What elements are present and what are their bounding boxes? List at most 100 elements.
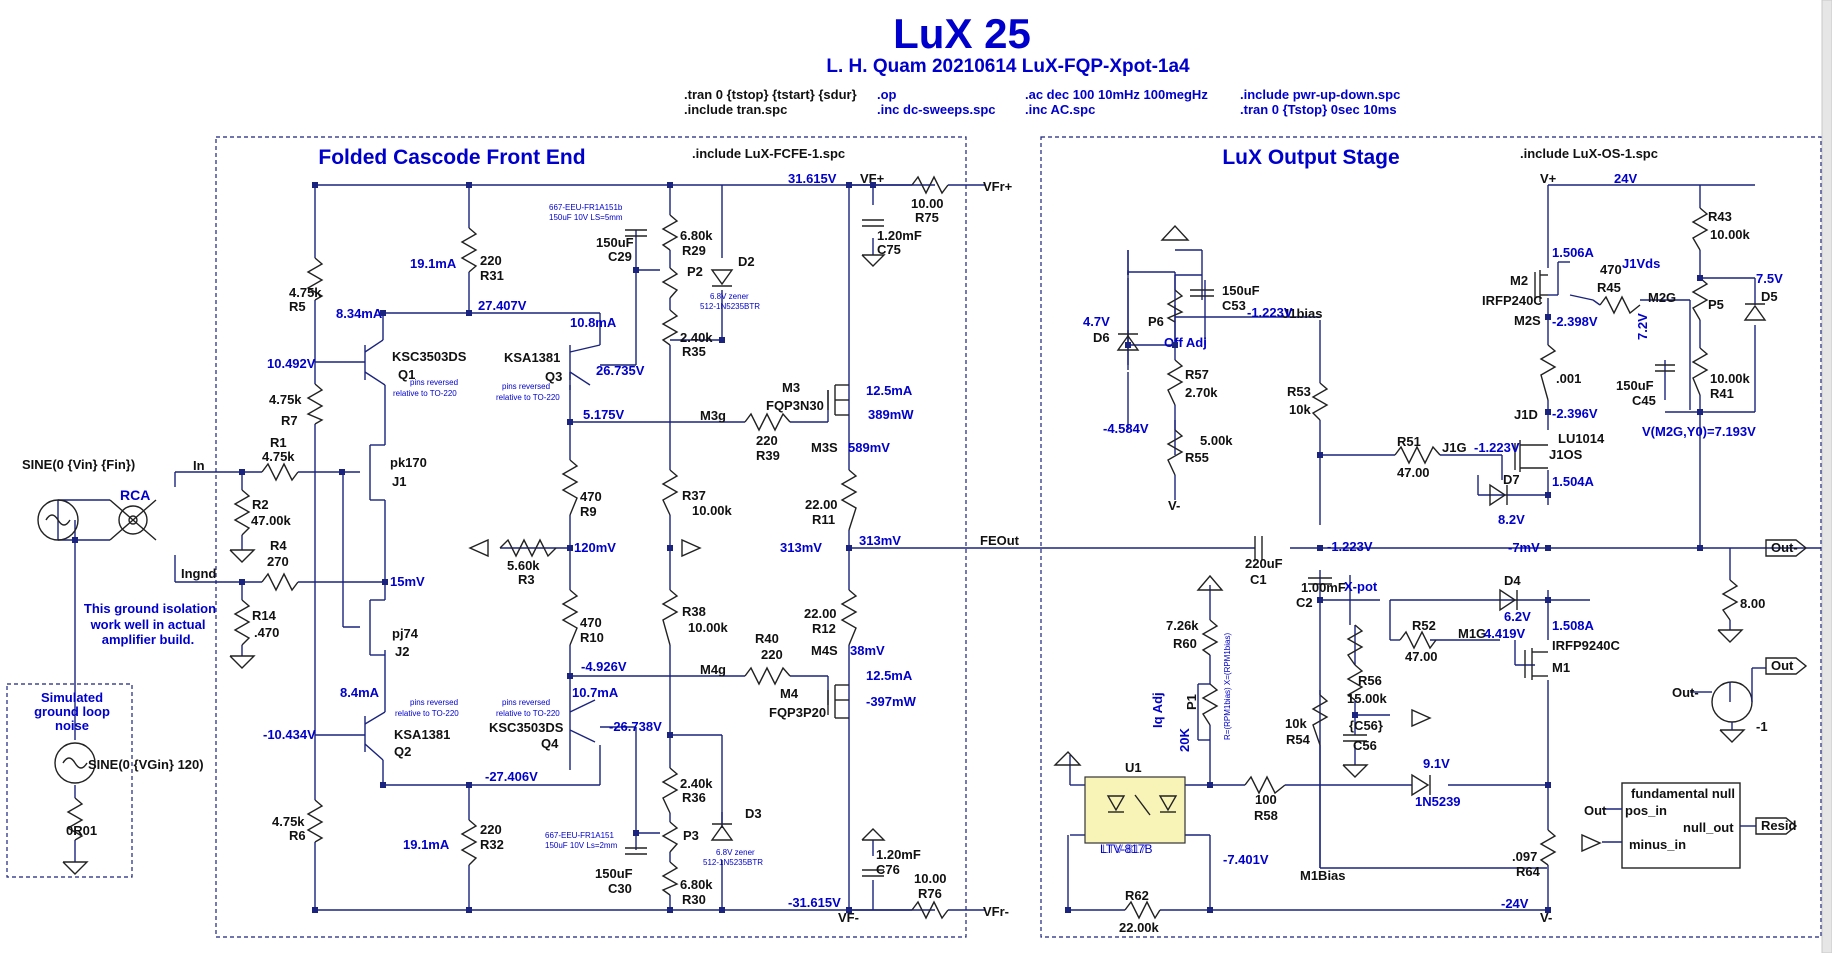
- junction-dots: [72, 182, 1703, 913]
- component-label: VF+: [860, 171, 885, 186]
- part-note: relative to TO-220: [496, 709, 560, 718]
- resistor-r60: [1201, 619, 1219, 656]
- component-label: 4.75k: [262, 449, 295, 464]
- zener-d2: [710, 269, 734, 286]
- component-label: R45: [1597, 280, 1621, 295]
- probe-readout: 5.175V: [583, 407, 625, 422]
- component-label: P5: [1708, 297, 1724, 312]
- component-label: C75: [877, 242, 901, 257]
- component-label: 5.60k: [507, 558, 540, 573]
- resistor-r31: [460, 227, 478, 273]
- resistor-r9: [561, 459, 579, 516]
- pot-xpot: [1346, 624, 1364, 666]
- component-label: M1: [1552, 660, 1570, 675]
- component-label: -1: [1756, 719, 1768, 734]
- junction-dot: [846, 182, 852, 188]
- component-label: D6: [1093, 330, 1110, 345]
- component-label: Out-: [1672, 685, 1699, 700]
- component-label: 22.00k: [1119, 920, 1160, 935]
- component-label: 15.00k: [1347, 691, 1388, 706]
- component-label: 6.80k: [680, 228, 713, 243]
- component-label: 47.00k: [251, 513, 292, 528]
- junction-dot: [466, 782, 472, 788]
- component-label: 10.00k: [1710, 371, 1751, 386]
- component-label: R35: [682, 344, 706, 359]
- pot-p6: [1166, 289, 1184, 323]
- component-label: R6: [289, 828, 306, 843]
- sine-source-vgin: [54, 742, 96, 784]
- component-label: R10: [580, 630, 604, 645]
- part-note: 667-EEU-FR1A151b: [549, 203, 623, 212]
- component-label: R41: [1710, 386, 1734, 401]
- junction-dot: [1545, 597, 1551, 603]
- component-label: J1G: [1442, 440, 1467, 455]
- resistor-r32: [460, 819, 478, 866]
- vertical-scrollbar[interactable]: [1821, 0, 1832, 953]
- note-line: ground loop: [34, 704, 110, 719]
- probe-readout: 8.34mA: [336, 306, 383, 321]
- component-label: R38: [682, 604, 706, 619]
- component-label: 5.00k: [1200, 433, 1233, 448]
- component-label: V-: [1168, 498, 1180, 513]
- resistor-0r01: [66, 797, 84, 841]
- resistor-r6: [306, 799, 324, 843]
- output-flag-out: [1765, 657, 1808, 675]
- component-label: J1: [392, 474, 406, 489]
- component-label: R52: [1412, 618, 1436, 633]
- component-label: 8.00: [1740, 596, 1765, 611]
- resistor-r76: [911, 900, 949, 920]
- component-label: P2: [687, 264, 703, 279]
- component-label: 1N5239: [1415, 794, 1461, 809]
- resistor-r55: [1166, 429, 1184, 476]
- resistor-r45: [1599, 295, 1641, 315]
- component-label: R51: [1397, 434, 1421, 449]
- pot-p2: [661, 267, 679, 299]
- component-label: R75: [915, 210, 939, 225]
- component-label: RCA: [120, 487, 150, 503]
- part-note: relative to TO-220: [496, 393, 560, 402]
- component-label: R64: [1516, 864, 1541, 879]
- component-label: 20K: [1177, 728, 1192, 752]
- component-label: R76: [918, 886, 942, 901]
- part-note: 150uF 10V Ls=2mm: [545, 841, 618, 850]
- ground-loop-noise-note: Simulated ground loop noise: [34, 690, 110, 733]
- resistor-r35: [661, 309, 679, 346]
- component-label: 2.70k: [1185, 385, 1218, 400]
- component-label: R5: [289, 299, 306, 314]
- resistor-r37: [661, 469, 679, 516]
- component-label: R7: [281, 413, 298, 428]
- component-label: R3: [518, 572, 535, 587]
- component-label: .097: [1512, 849, 1537, 864]
- directive: .tran 0 {Tstop} 0sec 10ms: [1240, 102, 1397, 117]
- resistor-r3: [499, 538, 557, 558]
- junction-dot: [719, 907, 725, 913]
- component-label: M2: [1510, 273, 1528, 288]
- probe-readout: -1.223V: [1474, 440, 1520, 455]
- part-note: R=(RPM1bias) X=(RPM1bias): [1223, 633, 1232, 740]
- directive: .include LuX-FCFE-1.spc: [692, 146, 845, 161]
- ground-symbol: [1160, 224, 1190, 241]
- component-label: R2: [252, 497, 269, 512]
- junction-dot: [380, 310, 386, 316]
- junction-dot: [846, 545, 852, 551]
- component-label: R29: [682, 243, 706, 258]
- probe-readout: 7.5V: [1756, 271, 1783, 286]
- component-label: 4.75k: [272, 814, 305, 829]
- junction-dot: [466, 907, 472, 913]
- junction-dot: [1207, 782, 1213, 788]
- component-label: 220: [756, 433, 778, 448]
- component-label: Off Adj: [1164, 335, 1207, 350]
- component-label: 470: [1600, 262, 1622, 277]
- junction-dot: [1317, 452, 1323, 458]
- resistor-r75: [911, 175, 949, 195]
- schematic-title: LuX 25: [893, 10, 1031, 57]
- probe-readout: -26.738V: [609, 719, 662, 734]
- component-label: J2: [395, 644, 409, 659]
- component-label: R32: [480, 837, 504, 852]
- junction-dot: [1352, 712, 1358, 718]
- junction-dot: [339, 469, 345, 475]
- component-label: IRFP9240C: [1552, 638, 1621, 653]
- note-line: noise: [55, 718, 89, 733]
- component-label: 4.75k: [289, 285, 322, 300]
